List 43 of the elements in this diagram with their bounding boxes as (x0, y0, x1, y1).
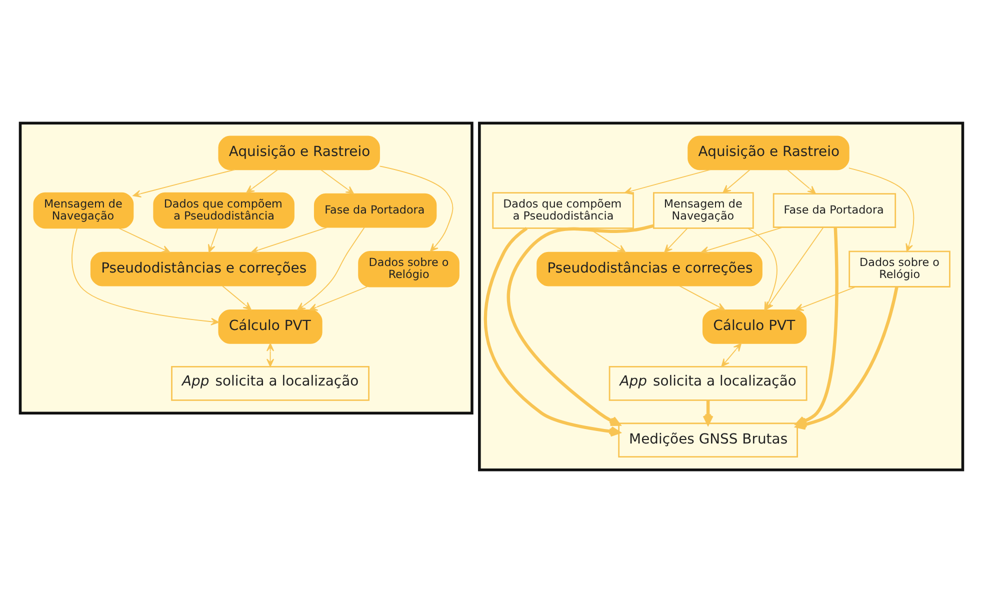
node-box: Aquisição e Rastreio (688, 135, 850, 170)
arrow (320, 168, 354, 194)
node-box: Mensagem de Navegação (33, 192, 134, 228)
node-box: Dados que compõem a Pseudodistância (492, 192, 634, 228)
node-box: Pseudodistâncias e correções (536, 251, 762, 286)
node-box: Dados sobre o Relógio (358, 250, 460, 287)
arrow (678, 284, 726, 310)
arrow (507, 224, 654, 426)
node-box: Fase da Portadora (772, 192, 896, 228)
arrow (379, 165, 454, 252)
arrow (624, 168, 711, 194)
arrow (484, 226, 620, 436)
node-box: Mensagem de Navegação (653, 192, 754, 228)
arrow (722, 168, 750, 193)
node-box: Fase da Portadora (314, 192, 437, 228)
node-box: Dados sobre o Relógio (848, 250, 950, 287)
arrow (118, 227, 170, 252)
cluster (18, 121, 474, 414)
arrow (266, 342, 274, 366)
arrow (848, 167, 914, 252)
arrow (309, 286, 368, 310)
node-box: Cálculo PVT (702, 309, 807, 344)
arrow (132, 168, 236, 197)
node-box: Aquisição e Rastreio (218, 135, 380, 170)
node-box: App solicita a localização (171, 365, 370, 400)
node-box: Dados que compõem a Pseudodistância (153, 192, 294, 228)
node-box: Pseudodistâncias e correções (90, 251, 316, 286)
cluster (478, 121, 964, 471)
node-box: App solicita a localização (608, 365, 808, 400)
arrow (664, 228, 688, 252)
arrow (721, 342, 742, 366)
arrow (795, 286, 856, 310)
arrow (700, 226, 784, 254)
arrow (250, 226, 328, 254)
arrow (222, 284, 252, 310)
arrow (71, 227, 220, 325)
node-box: Medições GNSS Brutas (618, 422, 798, 458)
arrow (702, 400, 714, 424)
arrow (246, 168, 278, 193)
arrow (297, 226, 365, 310)
arrow (208, 228, 218, 252)
node-box: Cálculo PVT (218, 309, 322, 344)
arrow (786, 168, 816, 194)
